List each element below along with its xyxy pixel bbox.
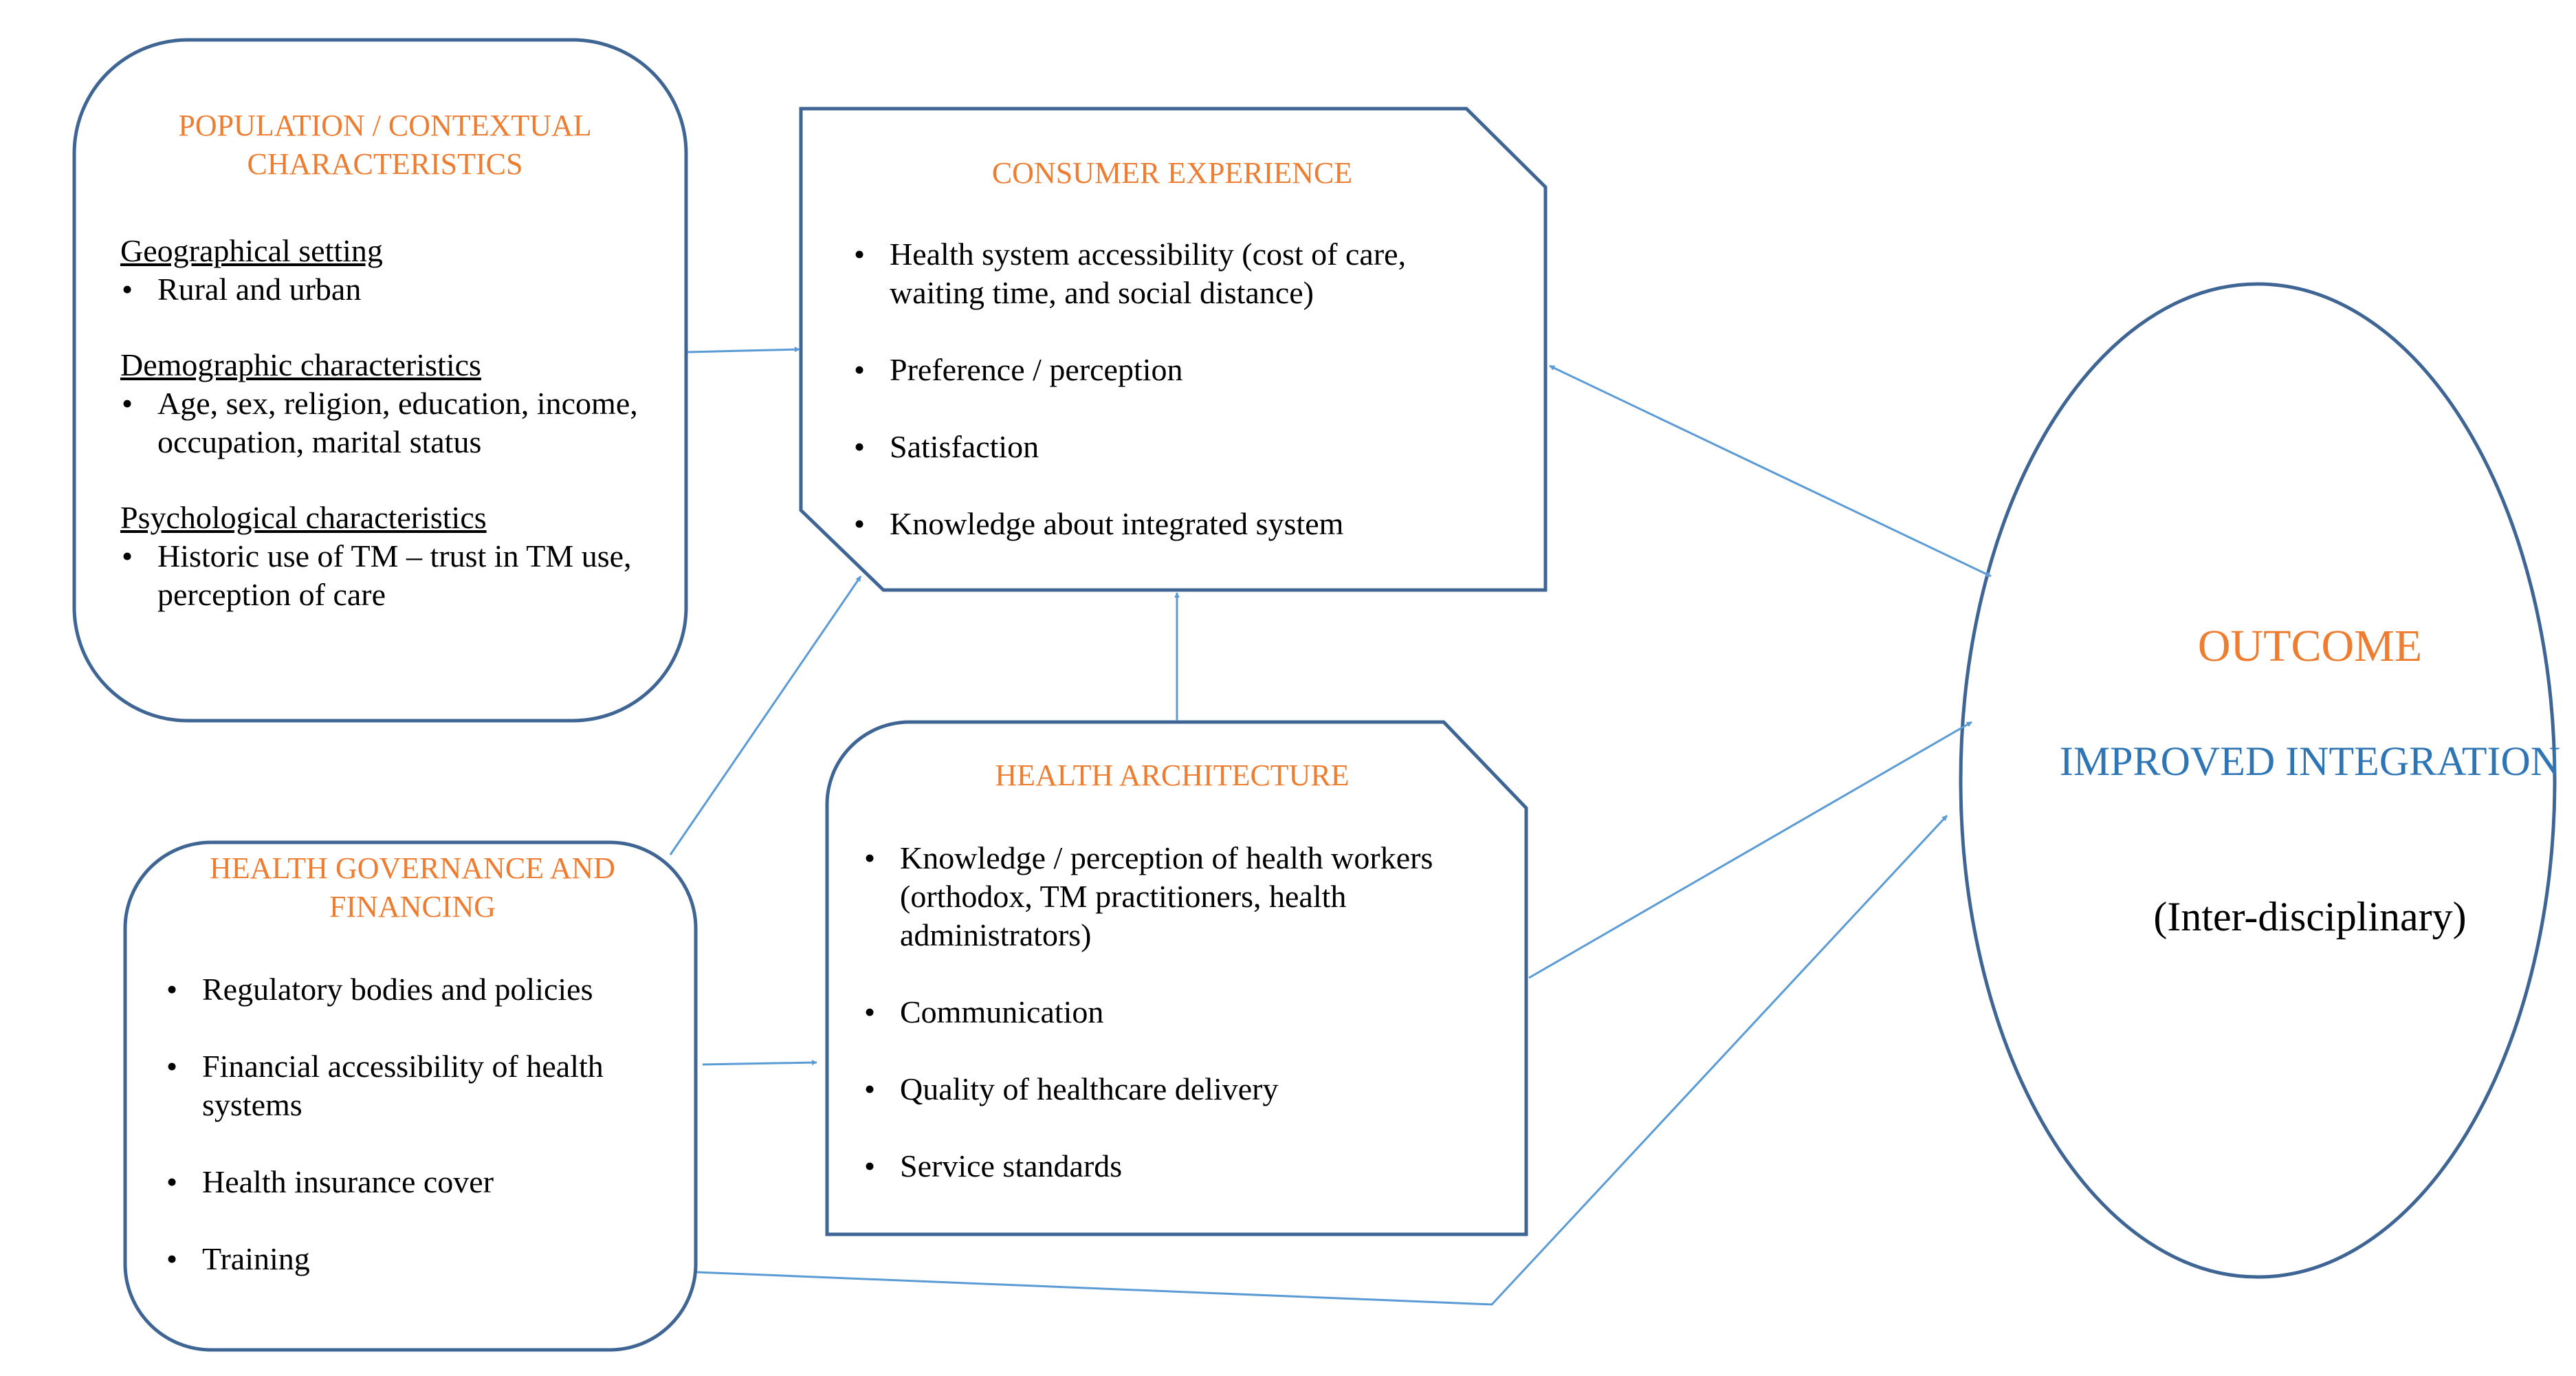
governance-list: Regulatory bodies and policies Financial…	[141, 970, 660, 1278]
governance-title: HEALTH GOVERNANCE AND FINANCING	[210, 851, 615, 924]
arrow-governance-to-architecture	[702, 1060, 817, 1066]
consumer-list: Health system accessibility (cost of car…	[852, 235, 1492, 543]
list-item: Training	[165, 1240, 660, 1278]
population-groups: Geographical setting Rural and urban Dem…	[120, 232, 650, 614]
list-item: Regulatory bodies and policies	[165, 970, 660, 1009]
population-title: POPULATION / CONTEXTUAL CHARACTERISTICS	[178, 109, 592, 181]
list-item: Satisfaction	[852, 428, 1492, 466]
list-item: Knowledge about integrated system	[852, 505, 1492, 543]
population-group-list: Age, sex, religion, education, income, o…	[120, 384, 650, 461]
outcome-main: IMPROVED INTEGRATION	[2059, 739, 2561, 784]
list-item: Health insurance cover	[165, 1163, 660, 1201]
population-group-list: Historic use of TM – trust in TM use, pe…	[120, 537, 650, 614]
architecture-content: HEALTH ARCHITECTURE Knowledge / percepti…	[863, 756, 1495, 1186]
list-item: Quality of healthcare delivery	[863, 1070, 1454, 1109]
population-group-psychological: Psychological characteristics Historic u…	[120, 499, 650, 614]
list-item: Knowledge / perception of health workers…	[863, 839, 1454, 954]
arrow-architecture-to-outcome	[1528, 721, 1972, 979]
population-group-label: Demographic characteristics	[120, 347, 481, 382]
list-item: Rural and urban	[120, 270, 650, 309]
population-group-label: Geographical setting	[120, 233, 383, 268]
list-item: Financial accessibility of health system…	[165, 1047, 660, 1124]
population-group-list: Rural and urban	[120, 270, 650, 309]
outcome-sub: (Inter-disciplinary)	[2153, 894, 2467, 939]
outcome-title: OUTCOME	[2197, 621, 2423, 671]
architecture-list: Knowledge / perception of health workers…	[863, 839, 1454, 1186]
consumer-box	[799, 107, 1548, 592]
arrow-consumer-outcome-bidirectional	[1549, 364, 1992, 578]
population-group-demographic: Demographic characteristics Age, sex, re…	[120, 346, 650, 461]
list-item: Preference / perception	[852, 351, 1492, 389]
list-item: Historic use of TM – trust in TM use, pe…	[120, 537, 650, 614]
arrow-governance-to-outcome	[696, 814, 1948, 1306]
list-item: Service standards	[863, 1147, 1454, 1186]
population-group-label: Psychological characteristics	[120, 500, 487, 535]
list-item: Age, sex, religion, education, income, o…	[120, 384, 650, 461]
list-item: Health system accessibility (cost of car…	[852, 235, 1492, 312]
consumer-content: CONSUMER EXPERIENCE Health system access…	[852, 154, 1512, 543]
consumer-title: CONSUMER EXPERIENCE	[991, 156, 1353, 190]
arrow-population-to-consumer	[687, 347, 800, 353]
population-group-geographical: Geographical setting Rural and urban	[120, 232, 650, 309]
governance-content: HEALTH GOVERNANCE AND FINANCING Regulato…	[141, 849, 684, 1278]
population-content: POPULATION / CONTEXTUAL CHARACTERISTICS …	[120, 107, 650, 614]
list-item: Communication	[863, 993, 1454, 1031]
arrow-governance-to-consumer	[669, 576, 862, 855]
architecture-title: HEALTH ARCHITECTURE	[995, 758, 1350, 792]
outcome-ellipse	[1959, 282, 2557, 1279]
